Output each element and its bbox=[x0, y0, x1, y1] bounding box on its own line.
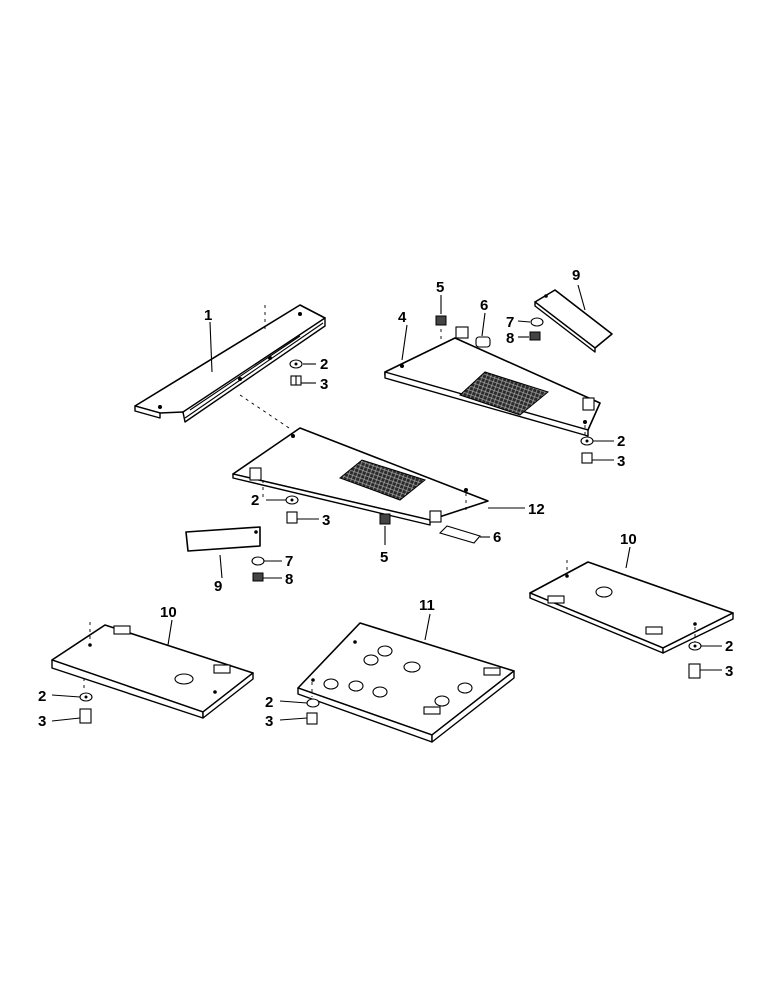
callout-7: 7 bbox=[285, 553, 293, 570]
washer-icon bbox=[530, 317, 544, 327]
nut-icon bbox=[379, 513, 391, 525]
callout-2: 2 bbox=[725, 638, 733, 655]
part-10-floor-plate-left bbox=[51, 624, 254, 719]
callout-3: 3 bbox=[617, 453, 625, 470]
callout-7: 7 bbox=[506, 314, 514, 331]
bolt-icon bbox=[286, 511, 298, 524]
callout-8: 8 bbox=[506, 330, 514, 347]
callout-3: 3 bbox=[265, 713, 273, 730]
washer-icon bbox=[251, 556, 265, 566]
screen-mesh bbox=[339, 459, 427, 501]
nut-icon bbox=[529, 331, 541, 341]
washer-icon bbox=[306, 698, 320, 708]
nut-icon bbox=[435, 315, 447, 326]
callout-1: 1 bbox=[204, 307, 212, 324]
callout-3: 3 bbox=[38, 713, 46, 730]
callout-8: 8 bbox=[285, 571, 293, 588]
pin-icon bbox=[475, 336, 491, 348]
leader-lines bbox=[51, 284, 722, 722]
callout-2: 2 bbox=[38, 688, 46, 705]
callout-2: 2 bbox=[617, 433, 625, 450]
callout-10: 10 bbox=[620, 531, 637, 548]
nut-icon bbox=[252, 572, 264, 582]
callout-9: 9 bbox=[214, 578, 222, 595]
callout-3: 3 bbox=[725, 663, 733, 680]
part-1-channel-plate bbox=[134, 304, 326, 423]
callout-3: 3 bbox=[320, 376, 328, 393]
callout-5: 5 bbox=[380, 549, 388, 566]
part-9-cover-plate-upper bbox=[534, 289, 613, 353]
callout-9: 9 bbox=[572, 267, 580, 284]
callout-11: 11 bbox=[419, 597, 435, 614]
bolt-icon bbox=[79, 708, 92, 724]
bolt-icon bbox=[688, 663, 701, 679]
part-4-screened-plate bbox=[384, 326, 601, 437]
part-12-screened-plate bbox=[232, 427, 489, 526]
bolt-icon bbox=[306, 712, 318, 725]
callout-2: 2 bbox=[251, 492, 259, 509]
callout-10: 10 bbox=[160, 604, 177, 621]
part-10-floor-plate-right bbox=[529, 561, 734, 654]
bolt-icon bbox=[581, 452, 593, 464]
callout-4: 4 bbox=[398, 309, 407, 326]
callout-2: 2 bbox=[265, 694, 273, 711]
callout-labels: 1 2 3 5 6 4 7 8 9 2 3 2 3 12 6 5 7 8 9 1… bbox=[38, 267, 733, 730]
part-11-perforated-plate bbox=[297, 622, 515, 743]
callout-2: 2 bbox=[320, 356, 328, 373]
callout-3: 3 bbox=[322, 512, 330, 529]
screen-mesh bbox=[459, 371, 550, 416]
pin-icon bbox=[438, 525, 481, 544]
assembly-line bbox=[239, 394, 293, 431]
callout-12: 12 bbox=[528, 501, 545, 518]
callout-5: 5 bbox=[436, 279, 444, 296]
part-9-cover-plate-lower bbox=[185, 526, 261, 552]
callout-6: 6 bbox=[493, 529, 501, 546]
callout-6: 6 bbox=[480, 297, 488, 314]
